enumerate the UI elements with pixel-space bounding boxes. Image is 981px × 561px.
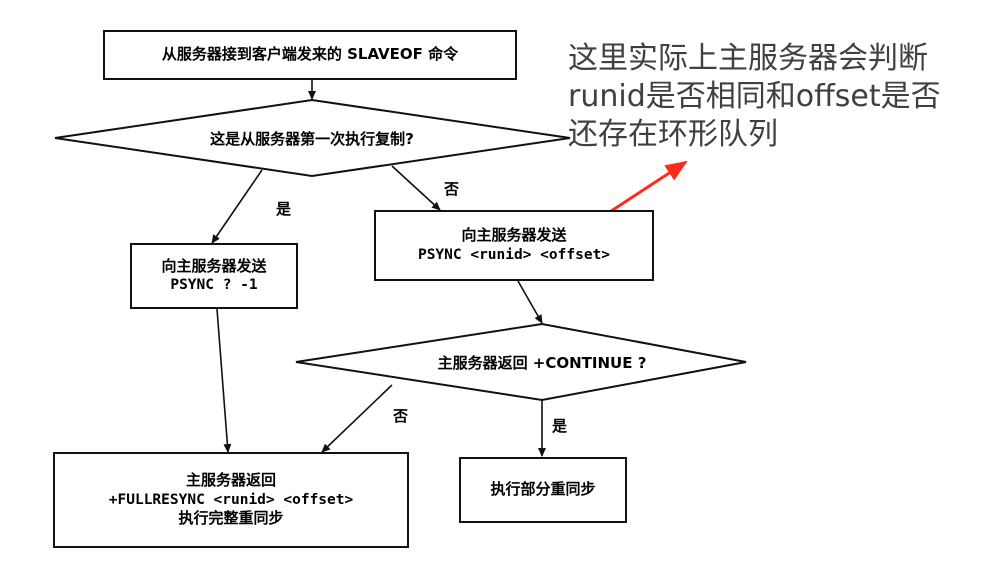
psync-partial-line2: PSYNC <runid> <offset> [417, 246, 611, 263]
decision1-label: 这是从服务器第一次执行复制? [210, 130, 414, 148]
annotation-text: 这里实际上主服务器会判断 runid是否相同和offset是否 还存在环形队列 [568, 40, 978, 154]
full-resync-line3: 执行完整重同步 [178, 509, 284, 528]
annotation-arrow [601, 160, 688, 219]
partial-resync-box: 执行部分重同步 [459, 457, 627, 523]
psync-full-line1: 向主服务器发送 [161, 256, 267, 275]
arrow-full-to-resync [216, 308, 232, 453]
annotation-line2: runid是否相同和offset是否 [568, 79, 941, 114]
edge-label-yes2: 是 [552, 417, 568, 435]
psync-partial-box: 向主服务器发送 PSYNC <runid> <offset> [374, 210, 654, 281]
annotation-line3: 还存在环形队列 [568, 117, 778, 152]
decision2-diamond [295, 322, 747, 402]
edge-label-no1: 否 [444, 180, 460, 198]
full-resync-line2: +FULLRESYNC <runid> <offset> [108, 491, 354, 508]
full-resync-box: 主服务器返回 +FULLRESYNC <runid> <offset> 执行完整… [53, 452, 409, 548]
arrow-partial-to-decision2 [517, 280, 543, 324]
psync-partial-line1: 向主服务器发送 [461, 226, 567, 245]
arrow-decision1-no [391, 165, 441, 211]
edge-label-no2: 否 [393, 407, 409, 425]
start-box: 从服务器接到客户端发来的 SLAVEOF 命令 [103, 30, 517, 80]
arrow-decision2-no [321, 384, 393, 453]
full-resync-line1: 主服务器返回 [185, 471, 276, 490]
psync-full-box: 向主服务器发送 PSYNC ? -1 [130, 243, 298, 309]
psync-full-line2: PSYNC ? -1 [170, 277, 258, 294]
partial-resync-label: 执行部分重同步 [490, 480, 596, 499]
decision1-diamond [54, 98, 571, 178]
start-label: 从服务器接到客户端发来的 SLAVEOF 命令 [161, 45, 459, 64]
annotation-line1: 这里实际上主服务器会判断 [568, 41, 928, 76]
arrow-decision1-yes [211, 169, 263, 244]
decision2-label: 主服务器返回 +CONTINUE ? [437, 354, 647, 372]
edge-label-yes1: 是 [276, 200, 292, 218]
